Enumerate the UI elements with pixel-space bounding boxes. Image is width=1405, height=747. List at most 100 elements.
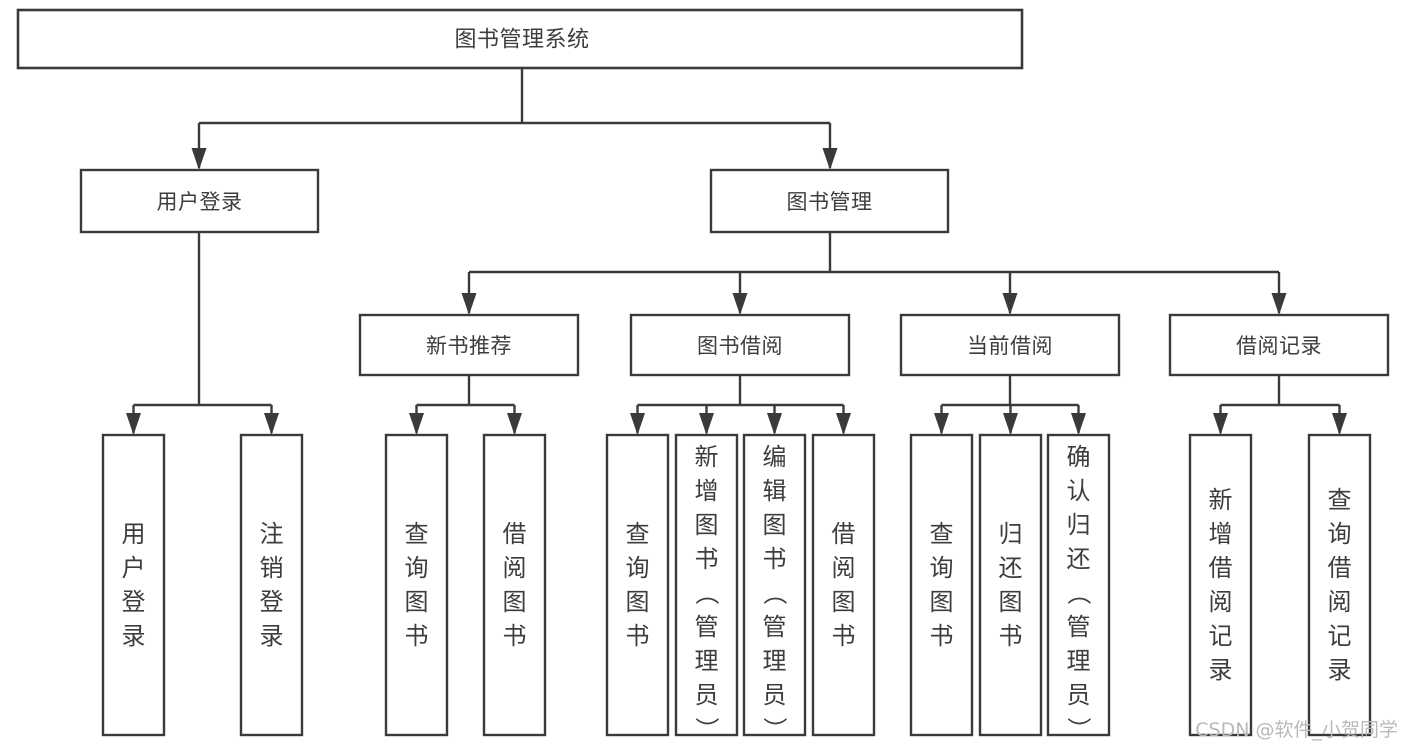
leaf-label-char: 书 [503,622,527,650]
leaf-label-char: （ [1065,581,1093,605]
arrow-head-icon [1071,413,1086,435]
node-box [16,8,1024,70]
node-box [1168,313,1390,377]
arrow-head-icon [409,413,424,435]
leaf-label-char: ） [1065,717,1093,741]
leaf-label-char: 书 [626,622,650,650]
leaf-label-char: 查 [930,520,954,548]
leaf-label-char: 理 [695,647,719,675]
leaf-label-char: 还 [1067,545,1091,573]
leaf-label-char: 新 [695,443,719,471]
leaf-box [482,433,547,737]
leaf-box [909,433,974,737]
arrow-head-icon [767,413,782,435]
leaf-box [742,433,807,737]
leaf-label-char: 查 [1328,486,1352,514]
node-new-book-recommend[interactable]: 新书推荐 [358,313,580,377]
leaf-label-char: 归 [1067,511,1091,539]
node-borrow-record[interactable]: 借阅记录 [1168,313,1390,377]
leaf-label-char: 图 [999,588,1023,616]
arrow-head-icon [126,413,141,435]
arrow-head-icon [630,413,645,435]
leaf-label-char: 询 [1328,520,1352,548]
connectors-layer [126,68,1347,435]
arrow-head-icon [1271,293,1287,315]
leaf-label-char: 书 [999,622,1023,650]
leaf-label-char: （ [693,581,721,605]
leaf-box [811,433,876,737]
node-box [79,168,320,234]
nodes-layer: 图书管理系统用户登录图书管理新书推荐图书借阅当前借阅借阅记录用户登录注销登录查询… [16,8,1390,741]
arrow-head-icon [1002,293,1018,315]
arrow-head-icon [1003,413,1018,435]
leaf-label-char: 录 [1328,656,1352,684]
leaf-label-char: 图 [503,588,527,616]
leaf-box [674,433,739,737]
leaf-label-char: 员 [1067,681,1091,709]
leaf-box [1046,433,1111,737]
leaf-label-char: 编 [763,443,787,471]
node-label: 借阅记录 [1236,334,1322,358]
csdn-watermark: CSDN @软件_小贺同学 [1195,719,1398,741]
node-label: 当前借阅 [967,334,1053,358]
leaf-label-char: 登 [260,588,284,616]
leaf-label-char: 借 [1209,554,1233,582]
node-user-login[interactable]: 用户登录 [79,168,320,234]
leaf-label-char: 图 [626,588,650,616]
node-book-manage[interactable]: 图书管理 [709,168,950,234]
arrow-head-icon [507,413,522,435]
node-current-borrow[interactable]: 当前借阅 [899,313,1121,377]
leaf-label-char: 图 [832,588,856,616]
node-label: 用户登录 [157,190,243,214]
leaf-label-char: 户 [122,554,146,582]
leaf-label-char: 用 [122,520,146,548]
arrow-head-icon [264,413,279,435]
arrow-head-icon [836,413,851,435]
leaf-label-char: ） [693,717,721,741]
node-label: 新书推荐 [426,334,512,358]
leaf-label-char: 阅 [832,554,856,582]
leaf-label: 用户登录 [122,520,146,650]
leaf-box [101,433,166,737]
node-label: 图书借阅 [697,334,783,358]
leaf-label-char: 管 [1067,613,1091,641]
leaf-label-char: 归 [999,520,1023,548]
leaf-label-char: 管 [763,613,787,641]
node-book-borrow[interactable]: 图书借阅 [629,313,851,377]
leaf-label-char: 理 [763,647,787,675]
arrow-head-icon [822,148,838,170]
leaf-label-char: 查 [626,520,650,548]
leaf-box [605,433,670,737]
leaf-label-char: 增 [695,477,719,505]
leaf-label-char: 询 [626,554,650,582]
leaf-leaf-user-login[interactable]: 用户登录 [101,433,166,737]
leaf-label-char: 增 [1209,520,1233,548]
arrow-head-icon [934,413,949,435]
node-root[interactable]: 图书管理系统 [16,8,1024,70]
arrow-head-icon [191,148,207,170]
leaf-box [1188,433,1253,737]
leaf-label-char: 辑 [763,477,787,505]
leaf-label-char: 员 [695,681,719,709]
